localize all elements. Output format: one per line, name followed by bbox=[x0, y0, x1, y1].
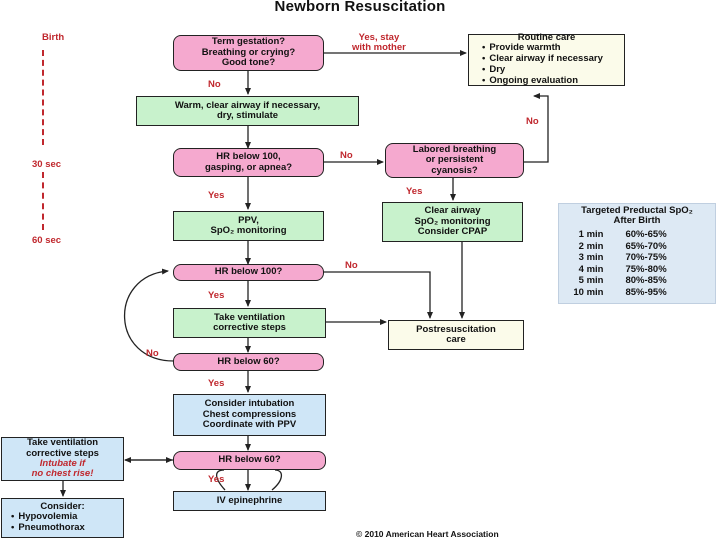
routine-care-list: Provide warmth Clear airway if necessary… bbox=[482, 42, 603, 87]
warm-clear-box: Warm, clear airway if necessary, dry, st… bbox=[136, 96, 359, 126]
list-item: Ongoing evaluation bbox=[482, 75, 603, 87]
copyright-notice: © 2010 American Heart Association bbox=[356, 529, 499, 539]
label-no: No bbox=[208, 79, 221, 90]
consider-title: Consider: bbox=[40, 500, 85, 512]
hr-below-60-box: HR below 60? bbox=[173, 353, 324, 371]
time-30-sec: 30 sec bbox=[32, 159, 62, 170]
label-no: No bbox=[146, 348, 159, 359]
list-item: Pneumothorax bbox=[11, 522, 85, 534]
hr-below-60-repeat-box: HR below 60? bbox=[173, 451, 326, 470]
timeline-line-top bbox=[42, 50, 44, 145]
term-gestation-box: Term gestation? Breathing or crying? Goo… bbox=[173, 35, 324, 71]
clear-airway-box: Clear airway SpO₂ monitoring Consider CP… bbox=[382, 202, 523, 242]
list-item: Dry bbox=[482, 64, 603, 76]
list-item: Provide warmth bbox=[482, 42, 603, 54]
timeline-line-mid bbox=[42, 172, 44, 230]
hr-below-100-apnea-box: HR below 100, gasping, or apnea? bbox=[173, 148, 324, 177]
label-no: No bbox=[526, 116, 539, 127]
consider-box: Consider: Hypovolemia Pneumothorax bbox=[1, 498, 124, 538]
routine-care-box: Routine care Provide warmth Clear airway… bbox=[468, 31, 625, 87]
postresuscitation-box: Postresuscitation care bbox=[388, 320, 524, 350]
label-yes: Yes bbox=[208, 190, 225, 201]
take-ventilation-box: Take ventilation corrective steps bbox=[173, 308, 326, 338]
label-yes-stay-with-mother: Yes, stay with mother bbox=[352, 32, 406, 53]
time-60-sec: 60 sec bbox=[32, 235, 62, 246]
intubation-box: Consider intubation Chest compressions C… bbox=[173, 394, 326, 436]
label-no: No bbox=[345, 260, 358, 271]
take-ventilation-intubate-box: Take ventilation corrective steps Intuba… bbox=[1, 437, 124, 481]
spo2-table-header: Targeted Preductal SpO₂ After Birth bbox=[581, 205, 693, 227]
label-yes: Yes bbox=[208, 290, 225, 301]
list-item: Hypovolemia bbox=[11, 511, 85, 523]
ppv-box: PPV, SpO₂ monitoring bbox=[173, 211, 324, 241]
label-no: No bbox=[340, 150, 353, 161]
label-yes: Yes bbox=[208, 474, 225, 485]
time-birth: Birth bbox=[42, 32, 65, 43]
label-yes: Yes bbox=[406, 186, 423, 197]
iv-epinephrine-box: IV epinephrine bbox=[173, 491, 326, 511]
label-yes: Yes bbox=[208, 378, 225, 389]
routine-care-title: Routine care bbox=[517, 31, 576, 43]
spo2-target-table: Targeted Preductal SpO₂ After Birth 1 mi… bbox=[558, 203, 716, 304]
consider-list: Hypovolemia Pneumothorax bbox=[11, 511, 85, 534]
hr-below-100-box: HR below 100? bbox=[173, 264, 324, 281]
labored-breathing-box: Labored breathing or persistent cyanosis… bbox=[385, 143, 524, 178]
page-title: Newborn Resuscitation bbox=[274, 0, 446, 15]
list-item: Clear airway if necessary bbox=[482, 53, 603, 65]
